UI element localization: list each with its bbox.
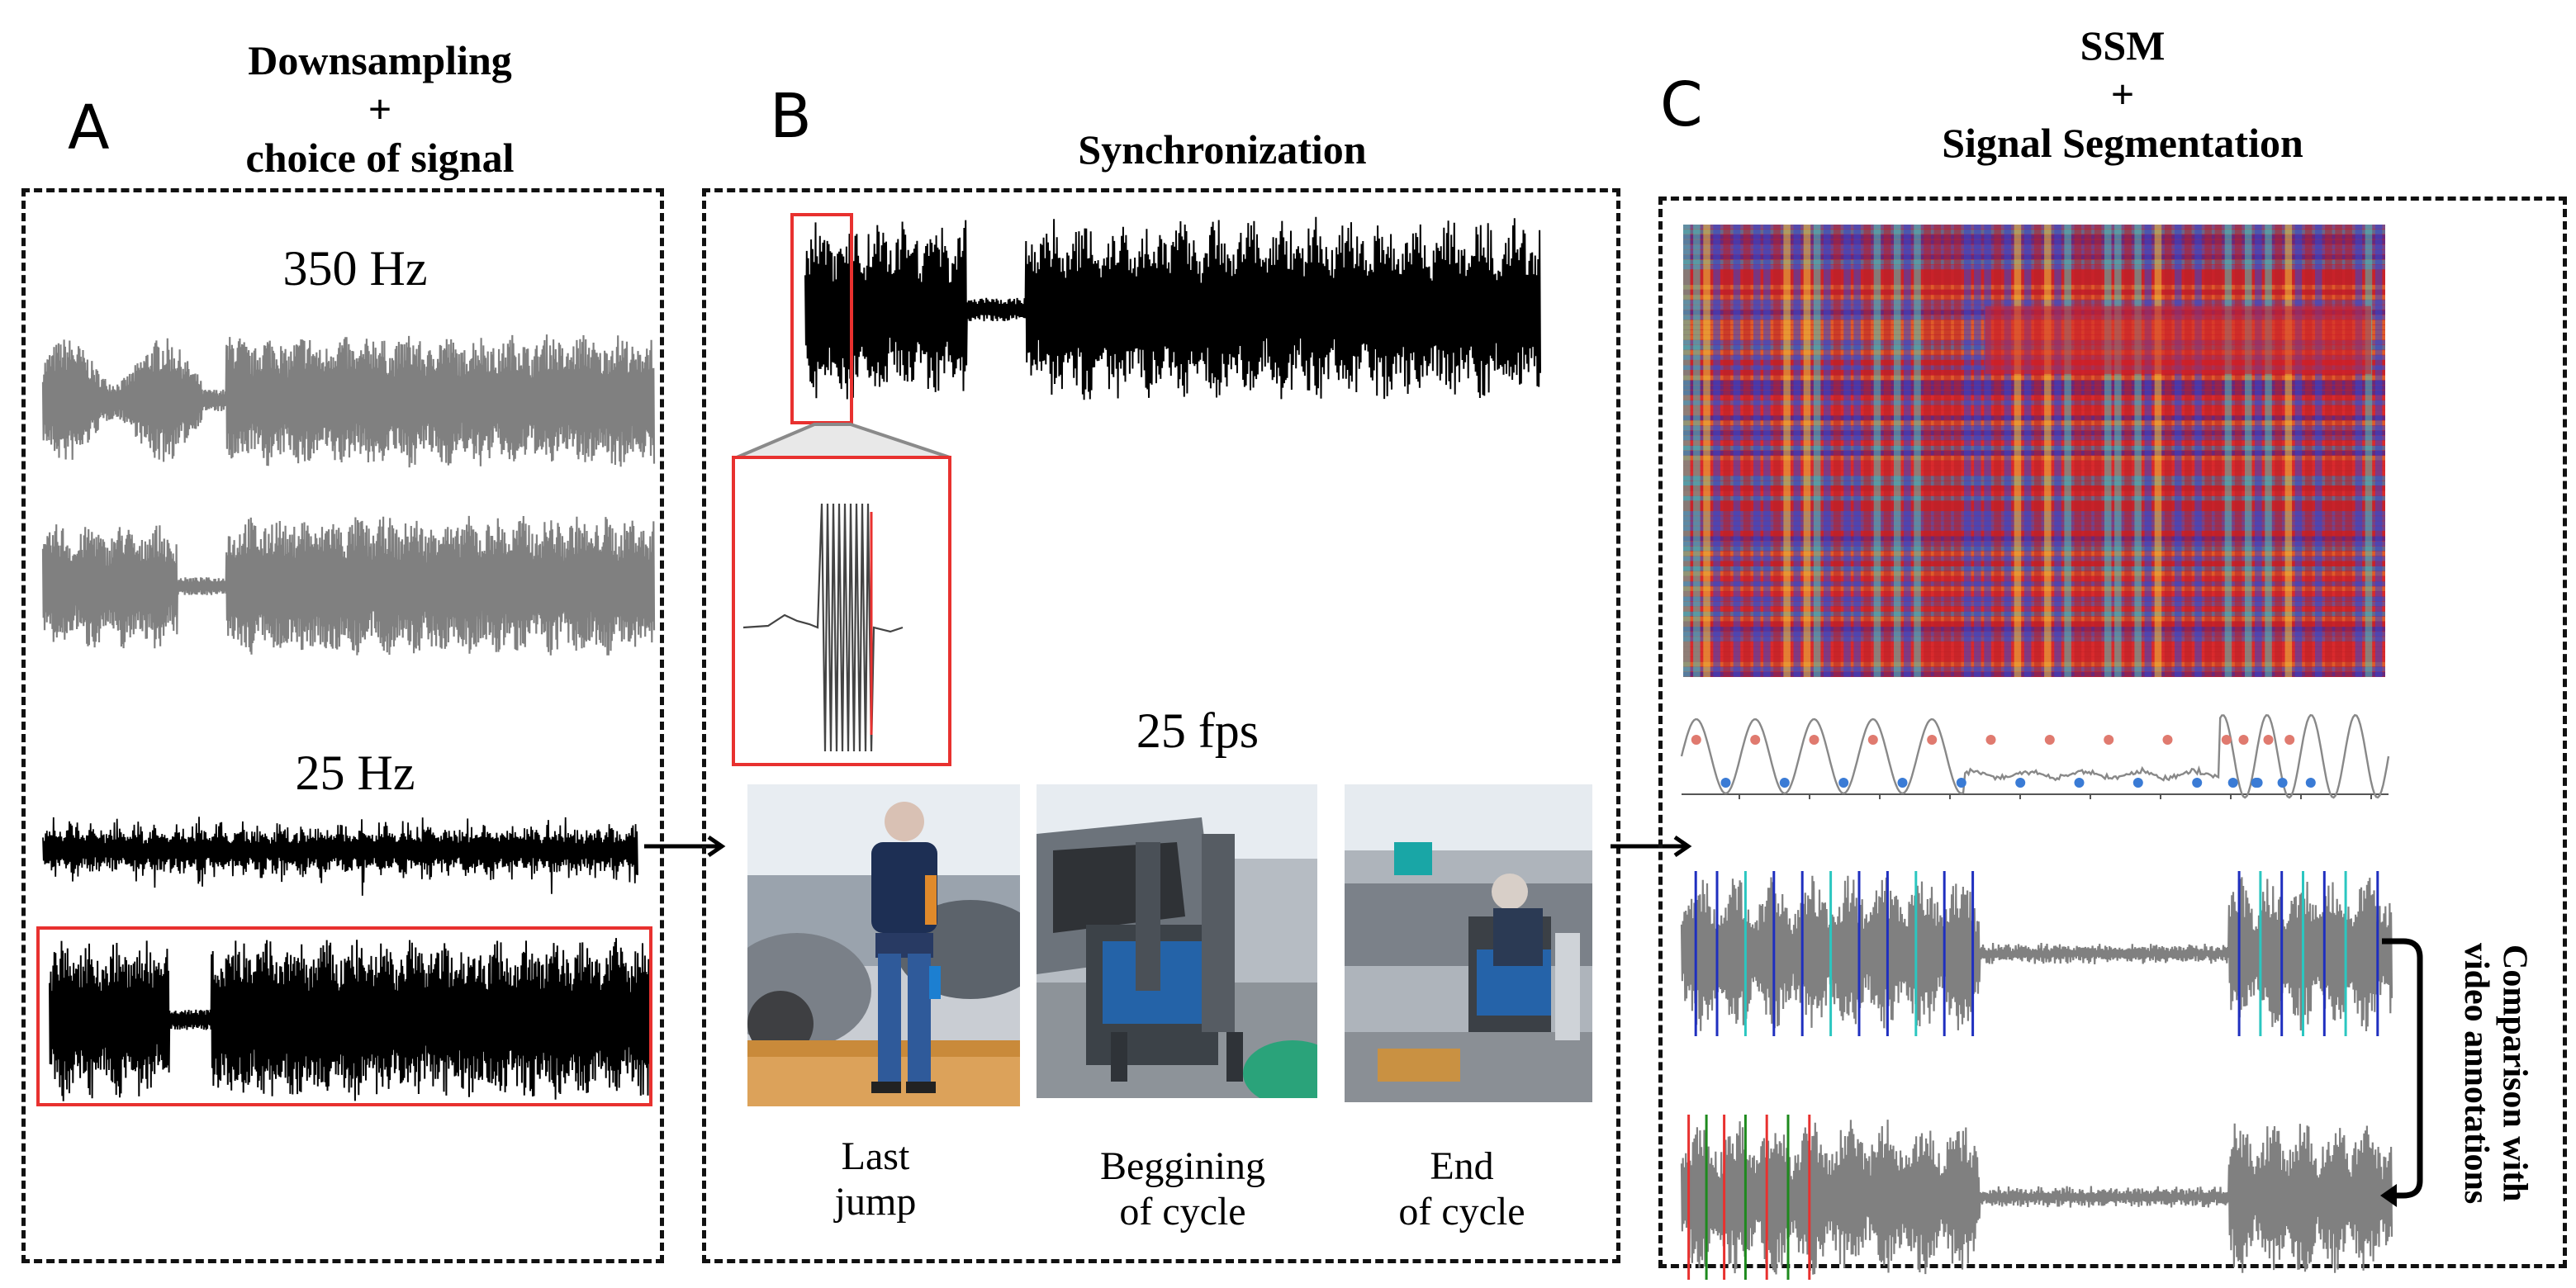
panel-b-title: Synchronization xyxy=(1078,126,1367,173)
novelty-curve-plot xyxy=(1680,713,2390,799)
segmented-signal-annotated xyxy=(1680,1115,2393,1280)
selected-signal-box xyxy=(36,926,652,1106)
zoom-connector xyxy=(736,423,951,459)
panel-a-title: Downsampling + choice of signal xyxy=(245,37,515,181)
comparison-label: Comparison with video annotations xyxy=(2457,942,2534,1205)
synchronization-signal xyxy=(804,216,1541,400)
video-frame-end-of-cycle xyxy=(1345,784,1592,1102)
caption-beginning-of-cycle: Beggining of cycle xyxy=(1100,1144,1265,1234)
panel-b-letter: B xyxy=(770,81,812,152)
rate-350hz-label: 350 Hz xyxy=(282,241,428,296)
segmented-signal-predicted xyxy=(1680,871,2393,1036)
arrow-a-to-b xyxy=(644,835,726,858)
rate-25hz-label: 25 Hz xyxy=(295,746,415,800)
caption-last-jump: Last jump xyxy=(834,1134,917,1224)
zoom-region-box xyxy=(790,213,853,424)
fps-label: 25 fps xyxy=(1136,703,1260,758)
panel-c-letter: C xyxy=(1660,69,1703,140)
panel-b-frame xyxy=(702,188,1620,1263)
zoomed-jump-box xyxy=(732,456,951,766)
signal-25hz-2 xyxy=(49,938,650,1101)
comparison-arrow xyxy=(2380,938,2423,1207)
caption-end-of-cycle: End of cycle xyxy=(1398,1144,1525,1234)
panel-a-frame xyxy=(21,188,664,1263)
video-frame-last-jump xyxy=(747,784,1020,1106)
video-frame-beginning-of-cycle xyxy=(1037,784,1317,1098)
arrow-b-to-c xyxy=(1611,835,1692,858)
panel-a-letter: A xyxy=(68,92,110,163)
signal-350hz-1 xyxy=(41,334,656,468)
zoomed-jump-signal xyxy=(742,503,904,752)
panel-c-title: SSM + Signal Segmentation xyxy=(1942,22,2303,166)
signal-25hz-1 xyxy=(42,817,638,896)
self-similarity-matrix xyxy=(1683,225,2385,677)
signal-350hz-2 xyxy=(41,515,656,656)
panel-c-frame xyxy=(1658,197,2567,1268)
